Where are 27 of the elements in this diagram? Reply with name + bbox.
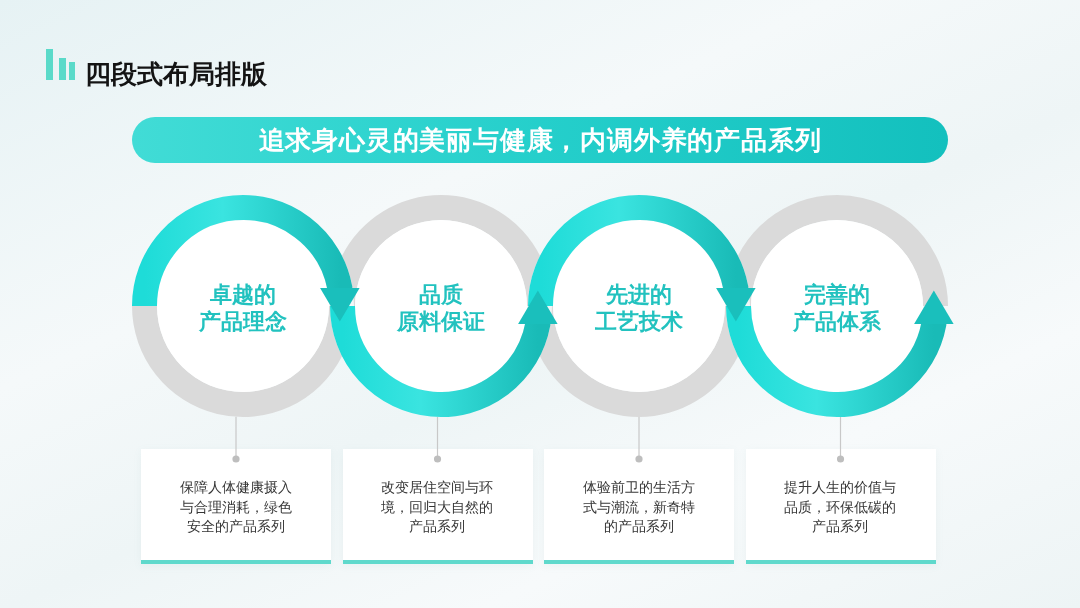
description-text: 保障人体健康摄入与合理消耗，绿色安全的产品系列 [179, 479, 293, 537]
step-title: 完善的 [804, 281, 870, 308]
curved-arrow [330, 290, 558, 417]
leader-line [232, 416, 240, 463]
description-card [745, 449, 936, 564]
step-title: 品质 [419, 281, 463, 308]
description-card [342, 449, 533, 564]
step-title: 卓越的 [210, 281, 276, 308]
description-text: 改变居住空间与环境，回归大自然的产品系列 [380, 479, 495, 537]
description-text: 提升人生的价值与品质，环保低碳的产品系列 [783, 479, 898, 537]
curved-arrow [726, 290, 954, 417]
step-title: 产品理念 [199, 308, 287, 335]
leader-line [635, 416, 643, 463]
description-card [141, 449, 331, 564]
step-title: 先进的 [606, 281, 672, 308]
curved-arrow [132, 195, 360, 322]
leader-line [836, 416, 845, 463]
step-title: 原料保证 [397, 308, 485, 335]
step-title: 工艺技术 [595, 308, 683, 335]
banner [132, 117, 948, 163]
page-title: 四段式布局排版 [85, 58, 267, 90]
banner-text: 追求身心灵的美丽与健康，内调外养的产品系列 [258, 124, 822, 156]
description-card [544, 449, 734, 564]
step-title: 产品体系 [793, 308, 881, 335]
description-text: 体验前卫的生活方式与潮流，新奇特的产品系列 [582, 479, 696, 537]
curved-arrow [528, 195, 756, 322]
leader-line [433, 416, 442, 463]
